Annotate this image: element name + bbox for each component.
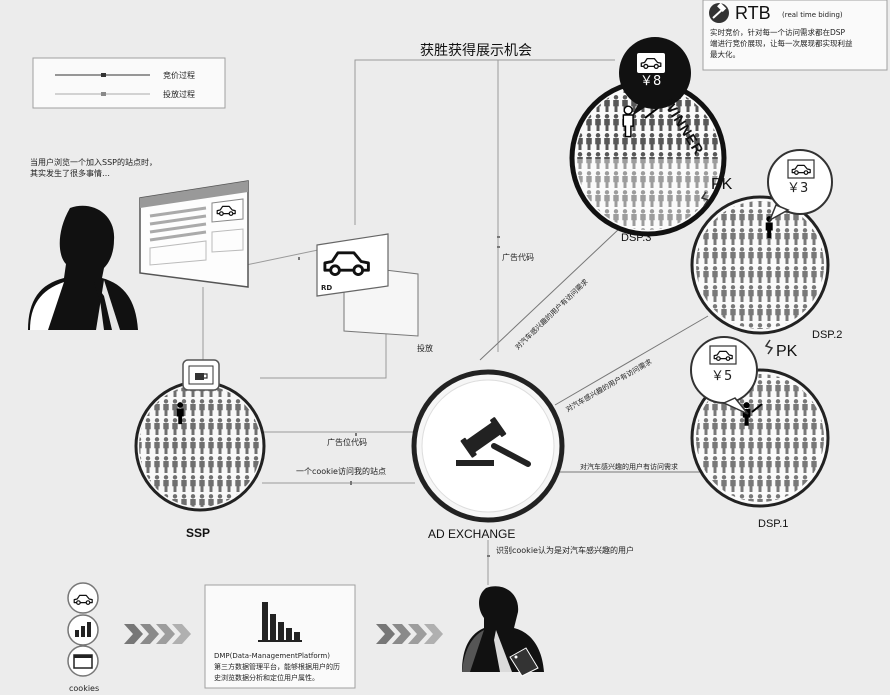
dsp2-price: ￥3 [787,181,809,196]
ad-tag-label: RD [321,284,333,292]
price-tag-icon [509,647,539,677]
dmp-line-1: DMP(Data-ManagementPlatform) [214,652,330,660]
browser-window-icon [139,180,249,288]
gavel-icon [456,417,531,467]
ssp-label: SSP [186,526,211,540]
page-title: 获胜获得展示机会 [420,43,532,59]
pk-label-2: PK [776,343,798,360]
pk-label-1: PK [711,176,733,193]
bar-chart-icon [258,602,302,642]
chevron-arrow-icon [124,624,191,644]
coffee-cup-icon [195,373,208,380]
gavel-icon [709,2,729,23]
dmp-line-2: 第三方数据管理平台，能够根据用户的历 [214,663,340,671]
edge-identify: 识别cookie认为是对汽车感兴趣的用户 [496,546,634,555]
person-silhouette-icon [28,205,138,330]
ad-exchange-label: AD EXCHANGE [428,527,516,541]
edge-cookie-visit: 一个cookie访问我的站点 [296,467,386,476]
dsp2-bid-bubble [767,149,833,215]
chevron-arrow-icon [376,624,443,644]
rtb-box [702,0,888,71]
edge-demand-dsp1: 对汽车感兴趣的用户有访问需求 [580,463,678,471]
rtb-desc-2: 端进行竞价展现，让每一次展现都实现利益 [710,39,853,48]
edge-slot-code: 广告位代码 [327,438,367,447]
edge-deliver: 投放 [417,344,433,353]
bar-chart-icon [75,622,91,637]
legend-deliver-label: 投放过程 [163,90,195,99]
intro-line-1: 当用户浏览一个加入SSP的站点时， [30,158,157,167]
browser-window-icon [73,654,93,669]
dsp2-label: DSP.2 [812,329,843,341]
rtb-desc-3: 最大化。 [710,50,740,59]
rtb-fullname: (real time biding) [782,11,843,19]
rtb-title: RTB [735,3,771,23]
connection-lines [202,59,709,585]
dsp3-price: ￥8 [640,74,662,89]
ad-card [316,233,419,337]
rtb-desc-1: 实时竞价，针对每一个访问需求都在DSP [710,28,846,37]
legend-bid-label: 竞价过程 [163,71,195,80]
dsp1-price: ￥5 [711,369,733,384]
dsp1-label: DSP.1 [758,518,789,530]
edge-ad-code: 广告代码 [502,253,534,262]
cookies-label: cookies [69,684,100,693]
dmp-line-3: 史浏览数据分析和定位用户属性。 [214,674,319,682]
intro-line-2: 其实发生了很多事情… [30,169,110,178]
cookie-icons [67,582,99,677]
legend-box [32,57,226,109]
dsp3-label: DSP.3 [621,232,652,244]
